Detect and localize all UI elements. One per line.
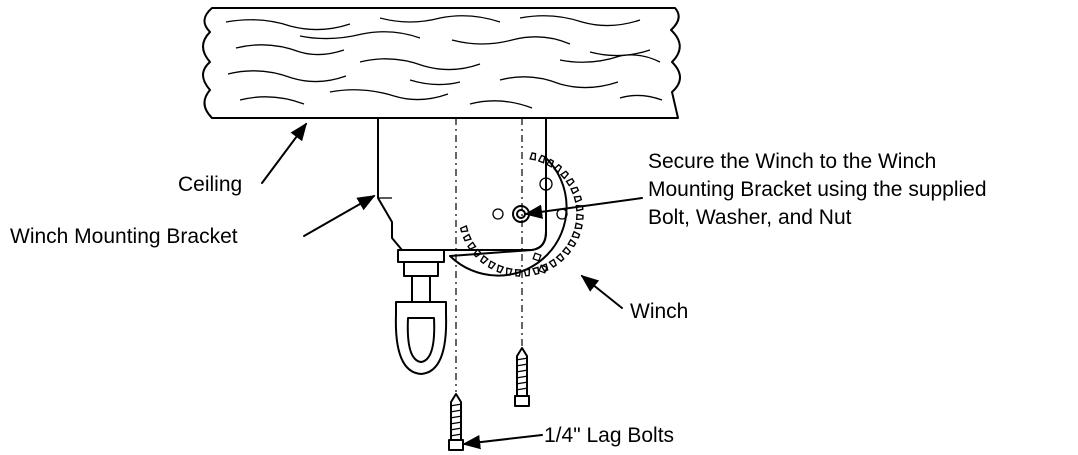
lag-bolt-left xyxy=(448,393,464,451)
gear-tooth xyxy=(462,233,472,242)
gear-tooth xyxy=(496,264,505,274)
secure-note-line-3: Bolt, Washer, and Nut xyxy=(648,206,852,229)
gear-tooth xyxy=(479,254,489,265)
gear-tooth xyxy=(487,260,497,270)
gear-tooth xyxy=(565,177,575,187)
shackle-icon xyxy=(394,275,448,375)
lag-bolt-icon xyxy=(448,347,530,451)
gear-tooth xyxy=(573,195,583,203)
lag-bolts-leader-arrow xyxy=(462,434,543,450)
lag-bolts-label: 1/4" Lag Bolts xyxy=(544,424,675,447)
ceiling-leader-arrow xyxy=(261,122,308,184)
gear-tooth xyxy=(570,186,580,195)
gear-tooth xyxy=(555,252,565,263)
secure-note-line-1: Secure the Winch to the Winch xyxy=(648,150,937,173)
gear-tooth xyxy=(529,152,537,161)
gear-teeth xyxy=(459,152,584,277)
gear-tooth xyxy=(467,241,477,251)
gear-tooth xyxy=(575,213,584,221)
gear-tooth xyxy=(548,258,558,268)
bracket-leader-arrow xyxy=(303,195,376,237)
winch-leader-arrow xyxy=(580,274,623,309)
secure-note-line-2: Mounting Bracket using the supplied xyxy=(648,178,987,201)
ceiling-label: Ceiling xyxy=(178,173,243,196)
gear-tooth xyxy=(567,238,577,248)
gear-tooth xyxy=(561,246,572,256)
bracket-label: Winch Mounting Bracket xyxy=(10,225,238,248)
ceiling-beam-icon xyxy=(202,7,681,119)
gear-tooth xyxy=(574,222,583,230)
gear-tooth xyxy=(532,266,540,276)
lag-bolt-right xyxy=(514,347,530,407)
bolt-leader-arrow xyxy=(524,197,643,219)
winch-bracket-icon xyxy=(377,117,547,277)
gear-tooth xyxy=(459,225,469,233)
gear-tooth xyxy=(537,154,546,164)
gear-tooth xyxy=(571,230,581,239)
winch-label: Winch xyxy=(630,300,689,323)
gear-tooth xyxy=(559,170,570,180)
winch-gear-icon xyxy=(449,152,584,277)
